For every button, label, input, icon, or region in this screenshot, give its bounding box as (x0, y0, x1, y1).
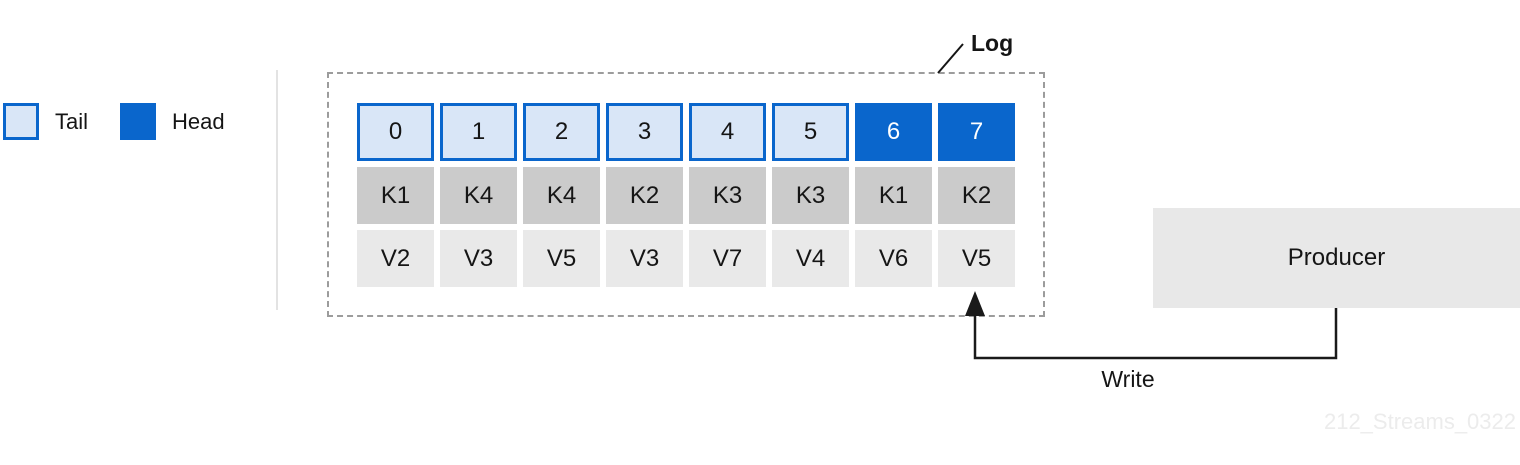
head-swatch-icon (120, 103, 156, 140)
watermark-text: 212_Streams_0322 (1323, 409, 1516, 434)
legend-tail-label: Tail (55, 108, 89, 134)
value-cell: V2 (357, 230, 434, 287)
value-cell: V4 (772, 230, 849, 287)
key-cell: K2 (606, 167, 683, 224)
producer-label: Producer (1287, 244, 1386, 271)
log-boundary-box (327, 72, 1045, 317)
offset-cell: 5 (772, 103, 849, 161)
offset-cell: 1 (440, 103, 517, 161)
value-cell: V3 (440, 230, 517, 287)
key-cell: K3 (772, 167, 849, 224)
log-label: Log (971, 30, 1014, 56)
offset-cell: 2 (523, 103, 600, 161)
key-cell: K2 (938, 167, 1015, 224)
value-cell: V5 (938, 230, 1015, 287)
value-cell: V5 (523, 230, 600, 287)
legend-item-tail: Tail (3, 103, 88, 140)
value-cell: V3 (606, 230, 683, 287)
offset-cell: 6 (855, 103, 932, 161)
value-cell: V7 (689, 230, 766, 287)
offset-cell: 4 (689, 103, 766, 161)
offset-cell: 7 (938, 103, 1015, 161)
log-leader-line (937, 43, 964, 74)
producer-box: Producer (1153, 208, 1520, 308)
offset-cell: 0 (357, 103, 434, 161)
value-cell: V6 (855, 230, 932, 287)
key-cell: K4 (523, 167, 600, 224)
key-cell: K1 (855, 167, 932, 224)
legend-item-head: Head (120, 103, 225, 140)
key-cell: K3 (689, 167, 766, 224)
key-cell: K4 (440, 167, 517, 224)
legend-head-label: Head (172, 108, 225, 134)
key-cell: K1 (357, 167, 434, 224)
offset-cell: 3 (606, 103, 683, 161)
write-label: Write (1101, 366, 1155, 392)
vertical-divider (276, 70, 278, 310)
tail-swatch-icon (3, 103, 39, 140)
